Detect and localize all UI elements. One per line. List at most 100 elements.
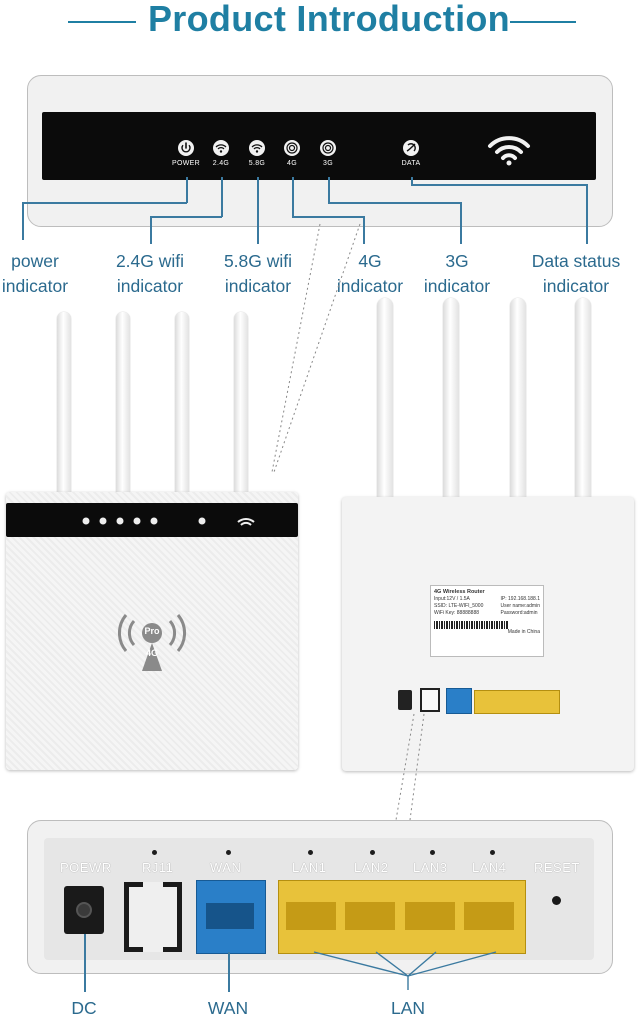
label-wifi-24: 2.4G wifi indicator xyxy=(110,249,190,299)
port-label-lan1: LAN1 xyxy=(292,860,327,875)
led-dot xyxy=(226,850,231,855)
indicator-4g-text: 4G xyxy=(287,160,297,167)
sticker-line: User name:admin xyxy=(500,603,540,609)
front-badge: Pro xyxy=(144,626,160,636)
lan3-port xyxy=(405,902,455,930)
wifi-logo-icon xyxy=(484,132,534,171)
leader-3g-v xyxy=(328,177,330,203)
indicator-data: DATA xyxy=(396,140,426,167)
label-data: Data status indicator xyxy=(526,249,626,299)
globe-icon xyxy=(403,140,419,156)
label-3g: 3G indicator xyxy=(417,249,497,299)
power-icon xyxy=(178,140,194,156)
leader-4g-v xyxy=(292,177,294,217)
leader-power-h xyxy=(22,202,187,204)
indicator-4g: 4G xyxy=(277,140,307,167)
indicator-wifi-58-text: 5.8G xyxy=(248,160,266,167)
reset-pinhole xyxy=(552,896,561,905)
wifi-icon xyxy=(213,140,229,156)
indicator-power-text: POWER xyxy=(172,160,200,167)
leader-power-v xyxy=(186,177,188,203)
label-wifi-24-line1: 2.4G wifi xyxy=(115,251,185,271)
wan-port xyxy=(196,880,266,954)
indicator-3g: 3G xyxy=(313,140,343,167)
indicator-3g-text: 3G xyxy=(323,160,333,167)
leader-wifi24-v xyxy=(221,177,223,217)
label-4g-line2: indicator xyxy=(336,276,404,296)
page-title: Product Introduction xyxy=(148,0,510,39)
indicator-wifi-58: 5.8G xyxy=(242,140,272,167)
back-dc-jack xyxy=(398,690,412,710)
leader-dc xyxy=(84,934,86,992)
leader-wifi24-h xyxy=(150,216,222,218)
port-label-power: POEWR xyxy=(60,860,112,875)
bottom-label-lan: LAN xyxy=(390,998,426,1018)
wifi-icon xyxy=(249,140,265,156)
sticker-line: Made in China xyxy=(507,629,540,635)
callout-wedge-top xyxy=(271,223,361,473)
lan4-port xyxy=(464,902,514,930)
label-4g-line1: 4G xyxy=(358,251,382,271)
barcode xyxy=(434,621,509,629)
lan2-port xyxy=(345,902,395,930)
label-4g: 4G indicator xyxy=(330,249,410,299)
front-badge-sub: 4G xyxy=(145,648,158,658)
leader-data-v2 xyxy=(586,184,588,244)
label-3g-line2: indicator xyxy=(423,276,491,296)
back-antenna-1 xyxy=(377,298,393,562)
front-antenna-4 xyxy=(234,312,248,502)
title-rule-left xyxy=(68,21,136,23)
port-label-rj11: RJ11 xyxy=(142,860,174,875)
port-label-reset: RESET xyxy=(534,860,580,875)
back-lan-ports xyxy=(474,690,560,714)
led-dot xyxy=(370,850,375,855)
front-led-dots xyxy=(78,516,268,537)
indicator-data-text: DATA xyxy=(401,160,421,167)
leader-wifi24-v2 xyxy=(150,216,152,244)
signal-logo-icon xyxy=(112,605,192,675)
label-data-line2: indicator xyxy=(542,276,610,296)
dc-power-jack xyxy=(64,886,104,934)
leader-4g-h xyxy=(292,216,364,218)
signal-icon xyxy=(320,140,336,156)
leader-lan xyxy=(313,951,497,990)
sticker-line: IP: 192.168.188.1 xyxy=(500,596,540,602)
back-sticker: 4G Wireless Router Input:12V / 1.5A SSID… xyxy=(430,585,544,657)
front-antenna-3 xyxy=(175,312,189,502)
indicator-power: POWER xyxy=(171,140,201,167)
leader-data-h xyxy=(411,184,587,186)
back-rj11-port xyxy=(420,688,440,712)
title-rule-right xyxy=(510,21,576,23)
leader-wifi58-v xyxy=(257,177,259,244)
sticker-title: 4G Wireless Router xyxy=(434,589,485,595)
front-antenna-2 xyxy=(116,312,130,502)
label-power-line1: power xyxy=(11,251,59,271)
label-data-line1: Data status xyxy=(531,251,621,271)
led-dot xyxy=(308,850,313,855)
port-label-lan4: LAN4 xyxy=(472,860,507,875)
label-power-line2: indicator xyxy=(1,276,69,296)
sticker-line: SSID: LTE-WIFI_5000 xyxy=(434,603,484,609)
bottom-label-dc: DC xyxy=(71,998,97,1018)
sticker-line: Password:admin xyxy=(500,610,538,616)
bottom-label-wan: WAN xyxy=(207,998,249,1018)
lan1-port xyxy=(286,902,336,930)
port-label-lan3: LAN3 xyxy=(413,860,448,875)
label-power: power indicator xyxy=(0,249,70,299)
callout-wedge-bottom xyxy=(395,713,425,821)
label-wifi-58-line2: indicator xyxy=(224,276,292,296)
leader-3g-v2 xyxy=(460,202,462,244)
leader-3g-h xyxy=(328,202,461,204)
label-3g-line1: 3G xyxy=(445,251,469,271)
page-title-area: Product Introduction xyxy=(0,0,640,44)
indicator-wifi-24: 2.4G xyxy=(206,140,236,167)
leader-4g-v2 xyxy=(363,216,365,244)
signal-icon xyxy=(284,140,300,156)
sticker-line: Input:12V / 1.5A xyxy=(434,596,470,602)
led-dot xyxy=(490,850,495,855)
back-wan-port xyxy=(446,688,472,714)
back-antenna-4 xyxy=(575,298,591,562)
back-antenna-3 xyxy=(510,298,526,562)
led-dot xyxy=(152,850,157,855)
back-antenna-2 xyxy=(443,298,459,562)
